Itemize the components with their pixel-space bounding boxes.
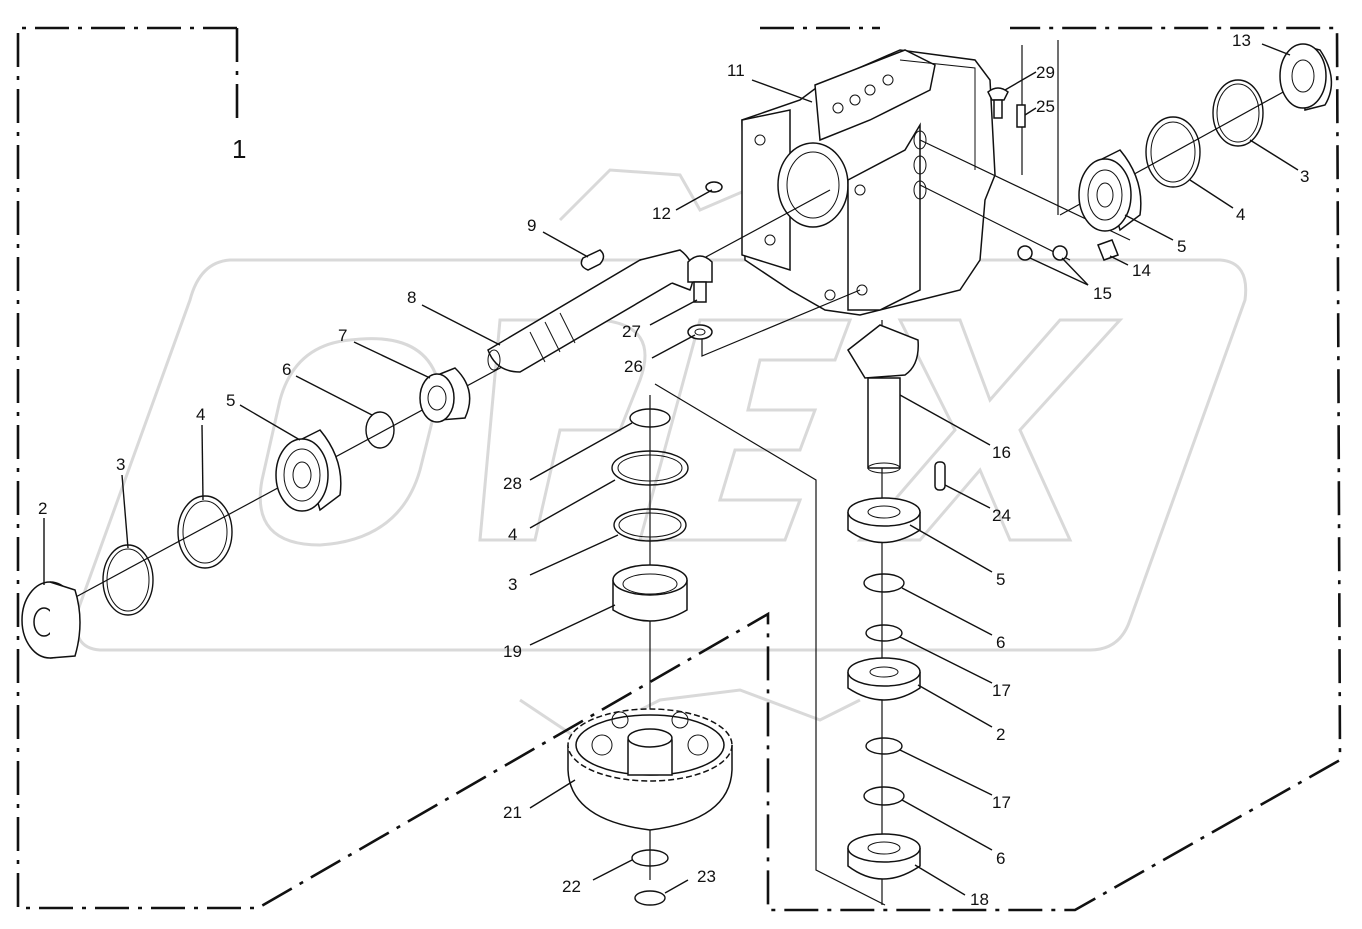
housing-hardware	[687, 87, 1119, 340]
callout: 23	[697, 867, 716, 886]
callout: 6	[282, 360, 291, 379]
callout: 17	[992, 793, 1011, 812]
assembly-number: 1	[232, 134, 246, 164]
callout: 29	[1036, 63, 1055, 82]
right-shaft-parts	[1078, 43, 1333, 232]
callout: 25	[1036, 97, 1055, 116]
callout: 2	[38, 499, 47, 518]
callout: 5	[1177, 237, 1186, 256]
callout: 14	[1132, 261, 1151, 280]
callout: 17	[992, 681, 1011, 700]
callout: 4	[508, 525, 517, 544]
leader-lines	[43, 43, 1299, 896]
callout: 11	[727, 61, 745, 80]
callout-labels: 1 2 3 4 5 6 7 8 9 11 12 13 29 25 3 4 5 1…	[38, 31, 1309, 909]
callout: 19	[503, 642, 522, 661]
callout: 4	[196, 405, 205, 424]
callout: 22	[562, 877, 581, 896]
callout: 21	[503, 803, 522, 822]
callout: 16	[992, 443, 1011, 462]
gearbox-housing	[741, 49, 996, 316]
callout: 9	[527, 216, 536, 235]
callout: 6	[996, 633, 1005, 652]
callout: 24	[992, 506, 1011, 525]
callout: 3	[116, 455, 125, 474]
callout: 3	[508, 575, 517, 594]
callout: 18	[970, 890, 989, 909]
callout: 7	[338, 326, 347, 345]
callout: 5	[996, 570, 1005, 589]
callout: 12	[652, 204, 671, 223]
watermark-logo	[74, 168, 1248, 742]
callout: 27	[622, 322, 641, 341]
callout: 6	[996, 849, 1005, 868]
output-gear-parts	[567, 408, 733, 906]
left-shaft-parts	[21, 249, 695, 659]
pinion-shaft-parts	[847, 324, 946, 880]
callout: 15	[1093, 284, 1112, 303]
callout: 5	[226, 391, 235, 410]
callout: 8	[407, 288, 416, 307]
callout: 2	[996, 725, 1005, 744]
callout: 26	[624, 357, 643, 376]
callout: 28	[503, 474, 522, 493]
callout: 13	[1232, 31, 1251, 50]
assembly-boundary	[16, 26, 1342, 912]
callout: 4	[1236, 205, 1245, 224]
callout: 3	[1300, 167, 1309, 186]
